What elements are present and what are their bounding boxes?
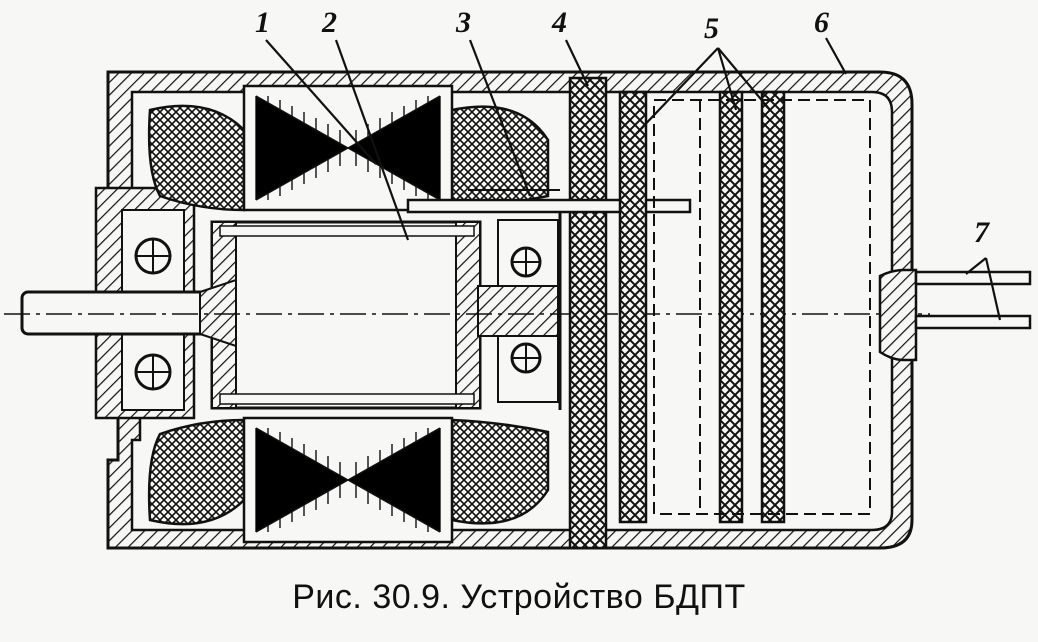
rotor <box>210 220 482 410</box>
lead-wires <box>878 268 1032 362</box>
callout-label: 7 <box>974 216 989 249</box>
left-bearing-shield <box>94 186 196 420</box>
stator-core <box>242 84 454 544</box>
callout-label: 1 <box>255 6 270 39</box>
callout-label: 3 <box>456 6 471 39</box>
figure-caption: Рис. 30.9. Устройство БДПТ <box>292 578 746 616</box>
callout-leaders <box>265 37 1002 321</box>
sensor-partition <box>568 76 608 550</box>
electronic-boards <box>618 90 871 524</box>
callout-label: 4 <box>552 6 567 39</box>
callout-label: 5 <box>704 12 719 45</box>
right-bearing <box>497 200 562 410</box>
callout-label: 2 <box>322 6 337 39</box>
callout-label: 6 <box>814 6 829 39</box>
